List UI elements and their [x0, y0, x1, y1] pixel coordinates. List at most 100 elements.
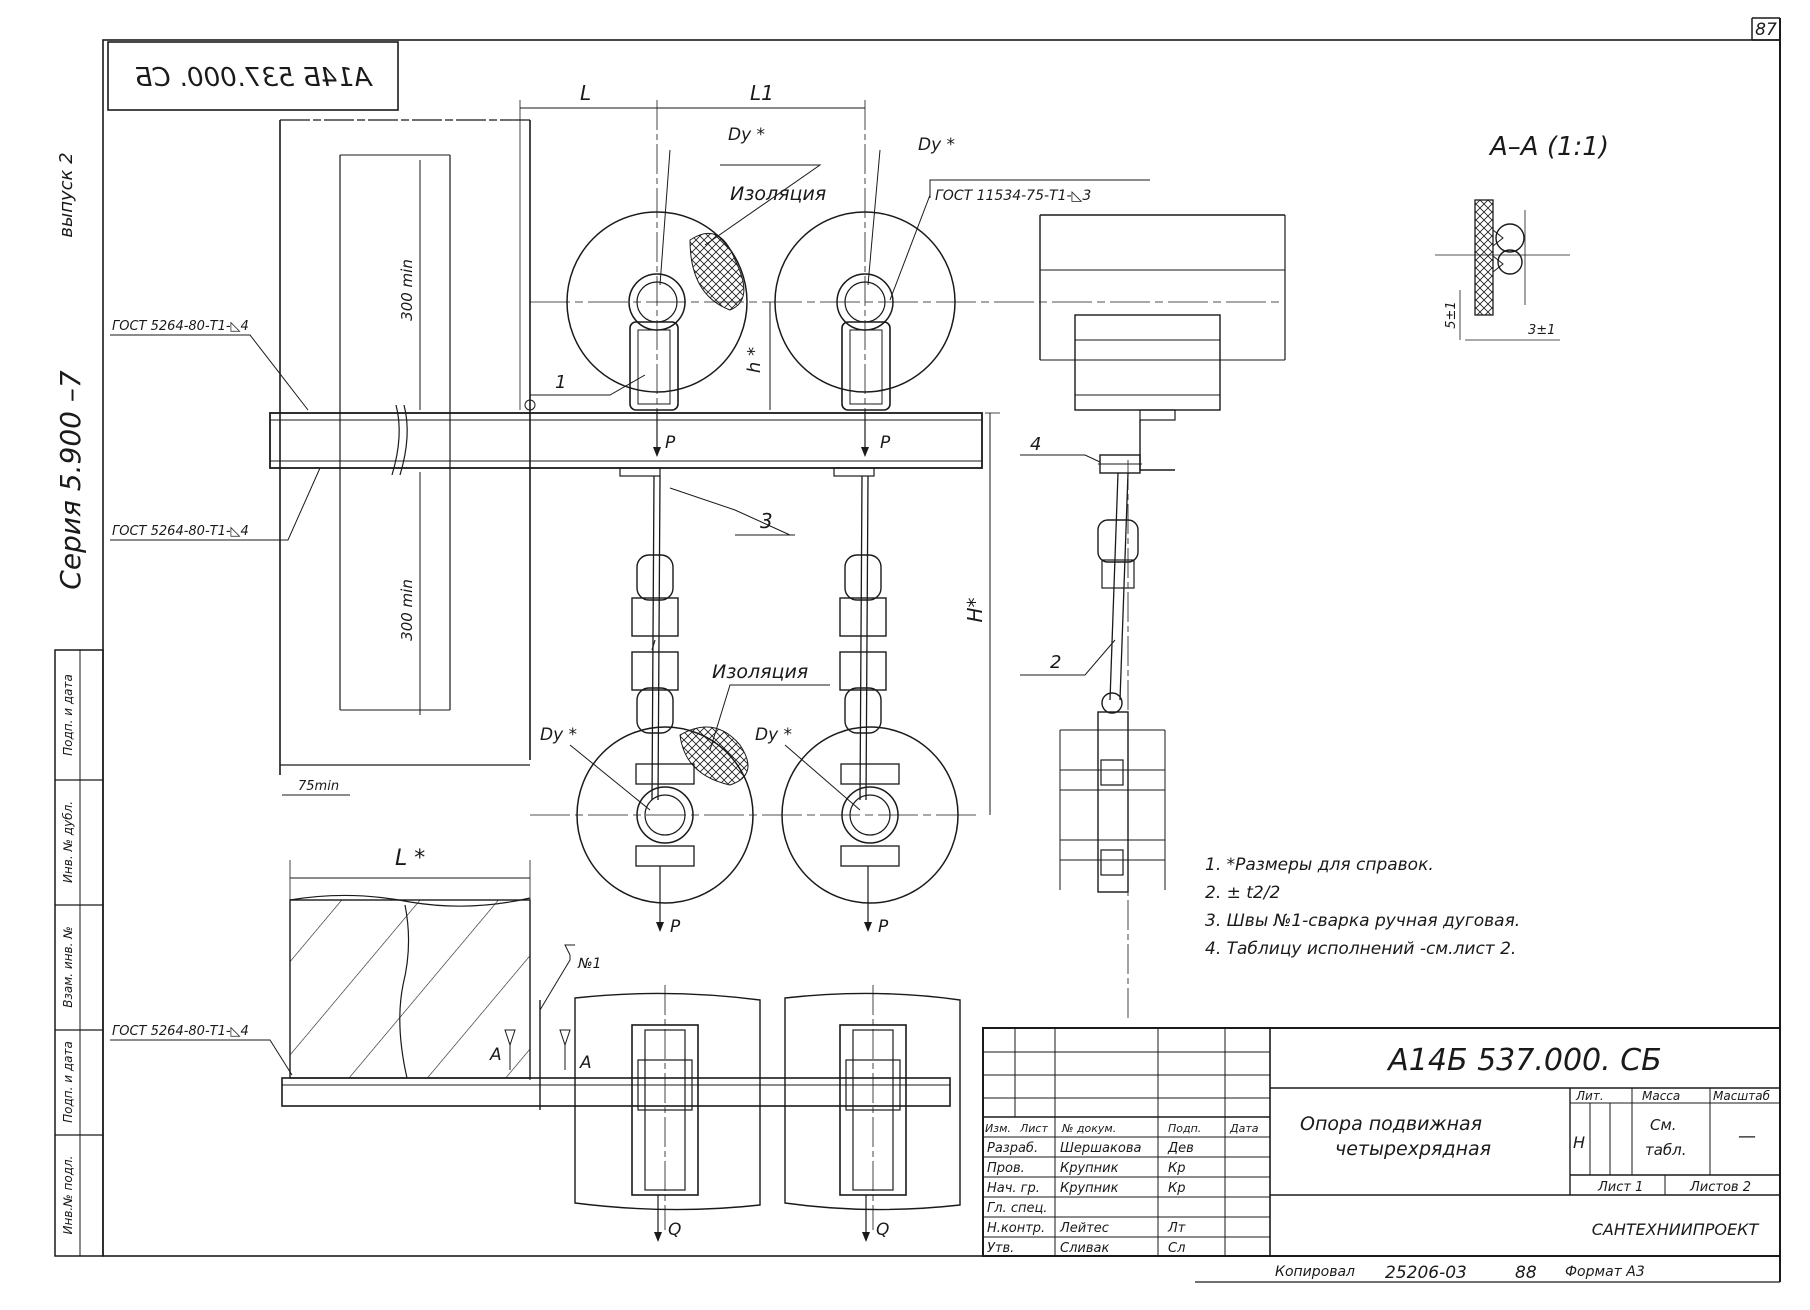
doc-code: А14Б 537.000. СБ [1386, 1043, 1661, 1078]
load-q-2: Q [876, 1220, 889, 1240]
head-data: Дата [1229, 1122, 1259, 1135]
dim-H: H* [963, 597, 987, 622]
head-list: Лист [1019, 1122, 1048, 1135]
gost-weld-top: ГОСТ 5264-80-Т1-◺4 [112, 319, 249, 334]
note-4: 4. Таблицу исполнений -см.лист 2. [1205, 939, 1516, 959]
dim-L: L [580, 81, 591, 105]
hanger-rods: 3 [619, 467, 887, 801]
mass-value-2: табл. [1645, 1141, 1687, 1159]
lit-label: Лит. [1575, 1089, 1604, 1103]
footer-format: Формат А3 [1565, 1264, 1645, 1280]
issue-label: выпуск 2 [56, 152, 77, 237]
note-3: 3. Швы №1-сварка ручная дуговая. [1205, 911, 1520, 931]
callout-3: 3 [760, 509, 773, 533]
head-doc: № докум. [1061, 1122, 1116, 1135]
left-stamp: Подп. и дата Инв. № дубл. Взам. инв. № П… [54, 649, 104, 1257]
callout-2: 2 [1050, 652, 1061, 673]
callout-4: 4 [1030, 434, 1041, 455]
dy-label-4: Dy * [755, 725, 792, 745]
lit-value: Н [1573, 1133, 1585, 1152]
insulation-bottom: Изоляция [712, 661, 808, 683]
mass-label: Масса [1642, 1089, 1680, 1103]
role-1: Разраб. [987, 1141, 1038, 1156]
name-2: Крупник [1060, 1161, 1119, 1176]
notes: 1. *Размеры для справок. 2. ± t2/2 3. Шв… [1205, 855, 1520, 959]
note-1: 1. *Размеры для справок. [1205, 855, 1434, 875]
role-5: Н.контр. [987, 1221, 1045, 1236]
dim-L1: L1 [750, 81, 774, 105]
dim-h: h * [744, 347, 765, 373]
head-podp: Подп. [1168, 1122, 1201, 1135]
upper-pipe-left: P Dy * Изоляция 1 [524, 125, 826, 457]
name-5: Лейтес [1059, 1221, 1109, 1236]
dim-300-bottom: 300 min [398, 579, 416, 641]
plan-view: L * ГОСТ 5264-80-Т1-◺4 №1 A A Q [110, 846, 961, 1242]
mass-value-1: См. [1650, 1116, 1677, 1134]
footer: Копировал 25206-03 88 Формат А3 [1275, 1263, 1645, 1283]
load-p-3: P [670, 917, 681, 937]
stamp-cell-5: Подп. и дата [61, 674, 75, 756]
role-3: Нач. гр. [987, 1181, 1040, 1196]
stamp-cell-4: Инв. № дубл. [61, 801, 75, 883]
footer-number: 25206-03 [1385, 1263, 1467, 1283]
section-a-left: A [489, 1045, 502, 1065]
role-6: Утв. [987, 1241, 1014, 1256]
dim-300-top: 300 min [398, 259, 416, 321]
title-line-1: Опора подвижная [1300, 1113, 1482, 1135]
dy-label-1: Dy * [728, 125, 765, 145]
scale-value: — [1738, 1126, 1756, 1147]
load-p-2: P [880, 433, 891, 453]
steel-column-view: 300 min 300 min 75min ГОСТ 5264-80-Т1-◺4… [110, 119, 983, 796]
footer-code: 88 [1515, 1263, 1537, 1283]
insulation-top: Изоляция [730, 183, 826, 205]
role-4: Гл. спец. [987, 1201, 1047, 1216]
lower-pipe-left: P Dy * Изоляция [540, 661, 830, 937]
series-label: Серия 5.900 –7 [54, 370, 87, 590]
scale-label: Масштаб [1713, 1089, 1771, 1103]
callout-1: 1 [555, 372, 566, 393]
side-view: 4 2 [1020, 214, 1286, 1020]
name-6: Сливак [1060, 1241, 1109, 1256]
organization: САНТЕХНИИПРОЕКТ [1592, 1220, 1760, 1239]
title-block: Изм. Лист № докум. Подп. Дата Разраб. Ше… [982, 1027, 1781, 1257]
sign-2: Кр [1168, 1161, 1185, 1176]
section-a-right: A [579, 1053, 592, 1073]
stamp-cell-1: Инв.№ подл. [61, 1156, 75, 1235]
dim-75: 75min [298, 779, 339, 794]
load-p-4: P [878, 917, 889, 937]
mirrored-code-box: А14Б 537.000. СБ [107, 41, 399, 111]
head-izm: Изм. [985, 1122, 1011, 1135]
lower-pipe-right: P Dy * [755, 725, 959, 937]
dim-3: 3±1 [1528, 323, 1555, 338]
sheet-label: Лист 1 [1597, 1180, 1643, 1195]
upper-pipe-right: P Dy * ГОСТ 11534-75-Т1-◺3 [774, 135, 1150, 457]
load-p-1: P [665, 433, 676, 453]
sign-5: Лт [1167, 1221, 1186, 1236]
sign-3: Кр [1168, 1181, 1185, 1196]
gost-weld-mid: ГОСТ 5264-80-Т1-◺4 [112, 524, 249, 539]
sign-1: Дев [1167, 1141, 1194, 1156]
note-2: 2. ± t2/2 [1205, 883, 1280, 903]
section-title: А–А (1:1) [1488, 132, 1609, 162]
dy-label-2: Dy * [918, 135, 955, 155]
footer-copied: Копировал [1275, 1264, 1355, 1280]
title-line-2: четырехрядная [1335, 1138, 1491, 1160]
name-1: Шершакова [1060, 1141, 1141, 1156]
dim-Lstar: L * [395, 846, 425, 871]
gost-11534: ГОСТ 11534-75-Т1-◺3 [935, 188, 1091, 204]
mirrored-doc-code: А14Б 537.000. СБ [134, 63, 373, 93]
top-dimensions: L L1 h * H* [519, 81, 1280, 815]
dim-5: 5±1 [1444, 301, 1459, 328]
page-number: 87 [1755, 20, 1777, 40]
stamp-cell-3: Взам. инв. № [61, 926, 75, 1007]
sheet-frame [102, 17, 1781, 1283]
gost-weld-bottom: ГОСТ 5264-80-Т1-◺4 [112, 1024, 249, 1039]
sheets-label: Листов 2 [1689, 1180, 1751, 1195]
role-2: Пров. [987, 1161, 1025, 1176]
stamp-cell-2: Подп. и дата [61, 1041, 75, 1123]
name-3: Крупник [1060, 1181, 1119, 1196]
section-a-a: А–А (1:1) 5±1 3±1 [1435, 132, 1609, 341]
weld-no1: №1 [577, 956, 601, 972]
sign-6: Сл [1168, 1241, 1185, 1256]
